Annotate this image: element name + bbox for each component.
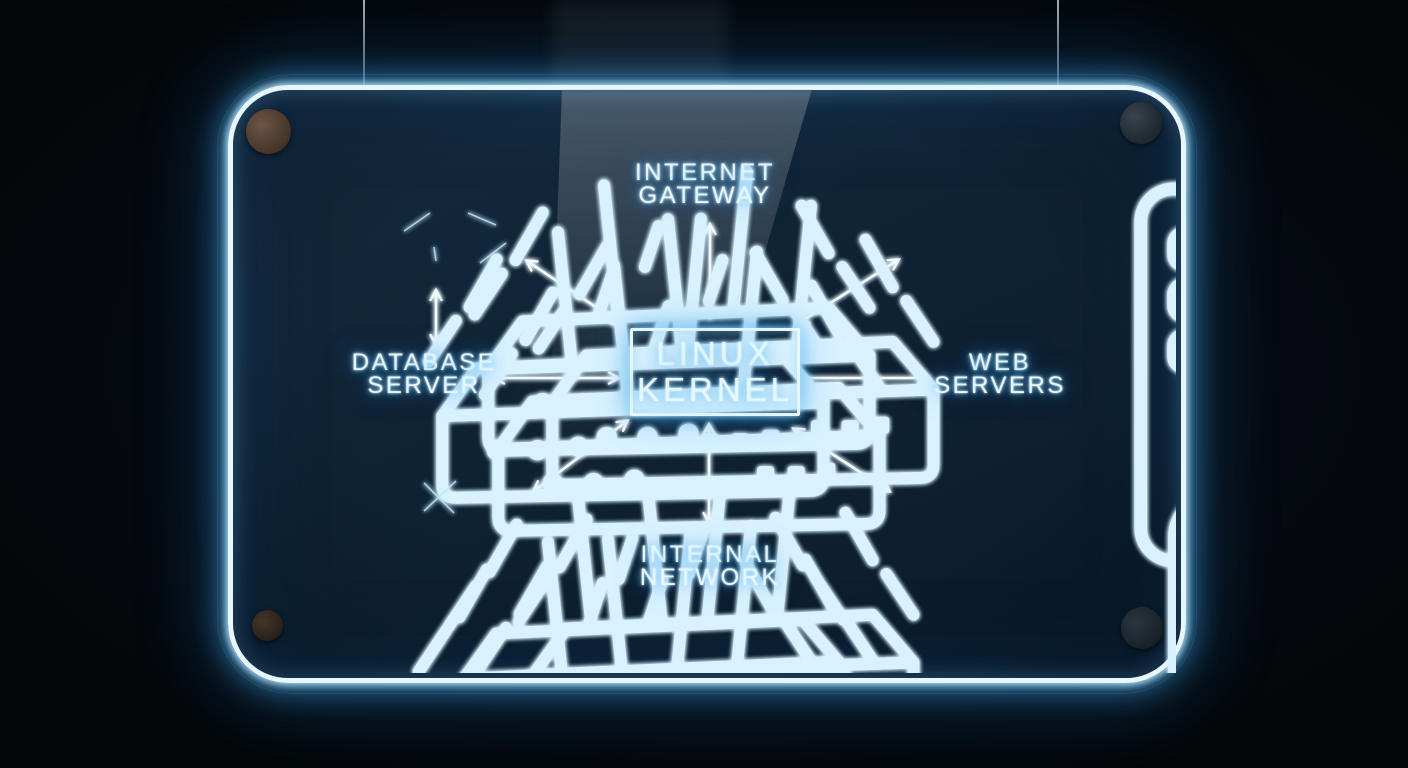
label-internet-gateway: INTERNET GATEWAY [590,159,820,209]
label-line: NETWORK [639,564,781,591]
label-line: GATEWAY [638,182,772,209]
cluster-link-line [403,212,431,232]
diagram-overlay [403,85,1176,673]
label-internal-network: INTERNAL NETWORK [595,541,825,591]
label-line: SERVER [367,372,481,399]
label-web-servers: WEB SERVERS [885,349,1115,399]
label-line: SERVERS [934,372,1066,399]
wall-light-sheen [552,0,727,92]
label-line: DATABASE [351,349,497,376]
label-database-server: DATABASE SERVER [309,349,539,399]
hanging-wire-left [363,0,365,94]
hanging-wire-right [1057,0,1059,92]
device-icons [403,172,1176,673]
corner-screw-top-right [1120,102,1162,144]
kernel-title-line: KERNEL [636,371,794,408]
router-cluster-bottom-left [419,479,914,673]
corner-screw-bottom-right [1121,607,1163,649]
corner-screw-bottom-left [252,610,283,641]
label-line: WEB [968,349,1032,376]
cluster-link-line [433,246,437,262]
linux-kernel-box: LINUX KERNEL [630,328,800,416]
kernel-title-line: LINUX [656,335,774,372]
router-cluster-top-left [403,172,934,531]
label-line: INTERNET [635,159,775,186]
server-group-top-right [1141,186,1176,561]
cluster-link-line [423,480,457,512]
server-tower-icon [1141,189,1176,561]
label-line: INTERNAL [640,541,780,568]
corner-screw-top-left [246,109,291,154]
cluster-link-line [479,242,507,264]
cluster-link-line [467,212,497,226]
